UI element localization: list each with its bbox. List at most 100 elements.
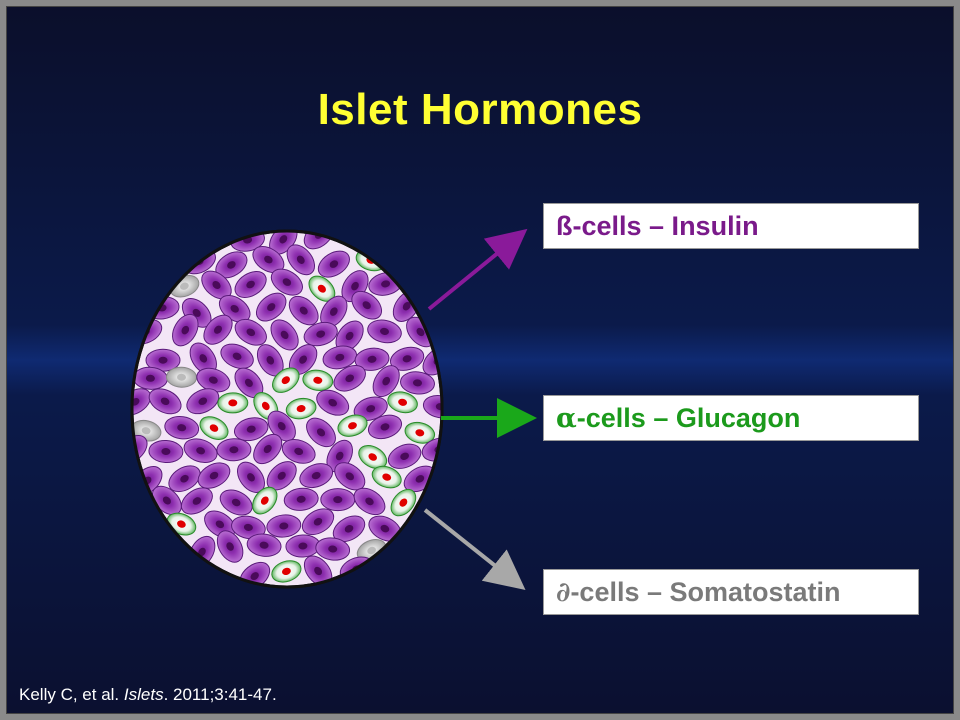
beta-cell-nucleus	[299, 355, 308, 364]
slide: Islet Hormones	[6, 6, 954, 714]
beta-cell-nucleus	[402, 302, 411, 311]
beta-cell-nucleus	[226, 542, 234, 551]
beta-cell-nucleus	[229, 446, 239, 454]
beta-cell-nucleus	[227, 261, 236, 269]
beta-cell-nucleus	[345, 331, 354, 341]
beta-cell-nucleus	[298, 542, 308, 550]
alpha-cell-nucleus	[399, 498, 408, 507]
beta-cell-nucleus	[345, 374, 354, 383]
beta-cell-nucleus	[299, 306, 308, 315]
beta-cell-nucleus	[196, 447, 206, 455]
beta-cell-nucleus	[329, 307, 338, 316]
alpha-text: -cells – Glucagon	[576, 402, 801, 433]
beta-cell-nucleus	[231, 498, 241, 507]
beta-cell-nucleus	[145, 374, 155, 382]
slide-title: Islet Hormones	[317, 85, 643, 134]
delta-cell-nucleus	[180, 282, 189, 290]
beta-cell-nucleus	[161, 447, 171, 456]
beta-cell-nucleus	[296, 495, 306, 503]
alpha-cell-nucleus	[317, 284, 326, 293]
delta-symbol: ∂	[556, 576, 571, 608]
beta-cell-nucleus	[158, 356, 168, 364]
beta-cell-nucleus	[180, 474, 189, 483]
beta-cell-nucleus	[259, 541, 269, 549]
alpha-cell-nucleus	[281, 567, 291, 576]
alpha-cell-nucleus	[260, 496, 269, 505]
beta-cell-nucleus	[177, 424, 187, 432]
beta-cell-nucleus	[333, 496, 343, 504]
alpha-cell-nucleus	[398, 398, 408, 406]
beta-cell-nucleus	[380, 327, 389, 335]
delta-text: -cells – Somatostatin	[570, 576, 841, 607]
beta-cell-nucleus	[316, 428, 326, 437]
beta-symbol: ß	[556, 210, 573, 241]
beta-cell-nucleus	[267, 303, 276, 312]
beta-cell-nucleus	[328, 398, 338, 407]
beta-cell-nucleus	[209, 471, 219, 480]
citation-journal: Islets	[123, 685, 164, 704]
citation-rest: . 2011;3:41-47.	[163, 685, 277, 704]
alpha-cell-nucleus	[368, 453, 377, 461]
beta-cell-nucleus	[362, 301, 371, 310]
beta-cell-nucleus	[277, 421, 286, 431]
beta-cell-nucleus	[294, 447, 304, 456]
beta-cell-nucleus	[344, 525, 354, 533]
beta-cell-nucleus	[246, 280, 255, 289]
alpha-cell-nucleus	[177, 520, 186, 528]
delta-cell-nucleus	[177, 373, 186, 381]
beta-cell-nucleus	[416, 327, 425, 337]
alpha-cell-nucleus	[281, 376, 290, 385]
beta-cells-label: ß-cells – Insulin	[543, 203, 919, 249]
beta-cell-nucleus	[345, 472, 354, 481]
beta-cell-nucleus	[246, 328, 256, 337]
beta-cell-nucleus	[415, 475, 425, 483]
citation-authors: Kelly C, et al.	[19, 685, 120, 704]
alpha-cell-nucleus	[415, 429, 425, 437]
beta-cell-nucleus	[160, 397, 170, 406]
beta-cell-nucleus	[198, 397, 208, 405]
beta-cell-nucleus	[247, 473, 255, 482]
beta-cell-nucleus	[335, 451, 344, 461]
alpha-cells-label: α-cells – Glucagon	[543, 395, 919, 441]
beta-cell-nucleus	[313, 517, 323, 526]
beta-cell-nucleus	[402, 355, 412, 363]
citation: Kelly C, et al. Islets. 2011;3:41-47.	[19, 685, 277, 705]
beta-cell-nucleus	[208, 376, 218, 384]
islet-illustration	[130, 229, 444, 589]
beta-cell-nucleus	[296, 255, 305, 264]
alpha-cell-nucleus	[382, 473, 392, 481]
beta-cell-nucleus	[263, 444, 272, 454]
beta-cell-nucleus	[366, 405, 376, 413]
beta-cell-nucleus	[181, 325, 190, 335]
beta-text: -cells – Insulin	[572, 210, 759, 241]
beta-cell-nucleus	[192, 308, 201, 317]
beta-cell-nucleus	[413, 379, 422, 387]
beta-cell-nucleus	[215, 520, 225, 529]
beta-cell-nucleus	[365, 497, 374, 506]
beta-cell-nucleus	[244, 378, 253, 387]
beta-cell-nucleus	[198, 547, 206, 557]
beta-cell-nucleus	[351, 281, 359, 291]
beta-cell-nucleus	[316, 330, 326, 338]
beta-cell-nucleus	[192, 497, 202, 505]
beta-cell-nucleus	[381, 280, 391, 288]
beta-cell-nucleus	[162, 496, 171, 505]
beta-cell-nucleus	[279, 235, 288, 244]
delta-cells-label: ∂ -cells – Somatostatin	[543, 569, 919, 615]
alpha-cell-nucleus	[348, 422, 357, 430]
alpha-symbol: α	[556, 402, 577, 434]
beta-cell-nucleus	[212, 281, 221, 289]
delta-cell-nucleus	[141, 427, 151, 435]
alpha-cell-nucleus	[209, 424, 219, 432]
beta-cell-nucleus	[382, 376, 391, 386]
beta-cell-nucleus	[311, 471, 321, 480]
beta-cell-nucleus	[335, 353, 345, 361]
delta-cell-nucleus	[367, 546, 376, 555]
beta-cell-nucleus	[282, 278, 292, 286]
beta-cell-nucleus	[380, 524, 390, 533]
alpha-cell-nucleus	[296, 405, 306, 413]
beta-cell-nucleus	[214, 325, 222, 334]
beta-cell-nucleus	[367, 355, 377, 363]
beta-cell-nucleus	[279, 522, 289, 530]
beta-cell-nucleus	[264, 255, 273, 264]
